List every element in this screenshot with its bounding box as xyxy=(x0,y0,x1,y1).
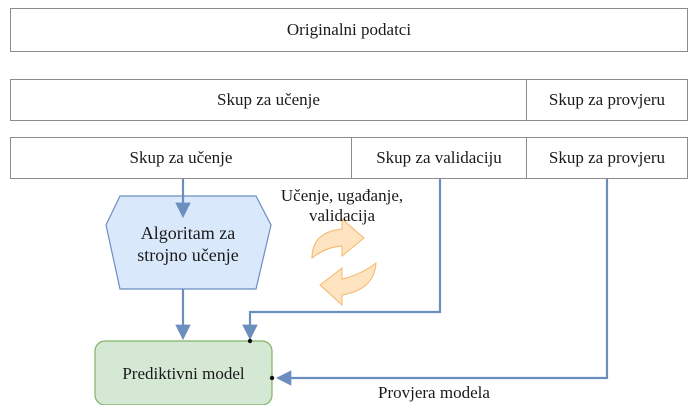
split1-train-box: Skup za učenje xyxy=(10,79,527,121)
split2-test-label: Skup za provjeru xyxy=(548,148,666,167)
cycle-label-line2: validacija xyxy=(308,206,376,225)
algorithm-label: Algoritam za strojno učenje xyxy=(108,222,268,266)
test-to-model-arrow xyxy=(275,179,609,386)
cycle-label: Učenje, ugađanje, validacija xyxy=(262,186,422,226)
original-data-label: Originalni podatci xyxy=(286,20,412,39)
split1-test-box: Skup za provjeru xyxy=(526,79,688,121)
algorithm-hexagon xyxy=(105,195,272,290)
cycle-label-line1: Učenje, ugađanje, xyxy=(280,186,404,205)
split1-test-label: Skup za provjeru xyxy=(548,90,666,109)
split2-validation-box: Skup za validaciju xyxy=(351,137,527,179)
test-connection-dot xyxy=(269,375,275,381)
split1-train-label: Skup za učenje xyxy=(217,90,320,109)
split2-validation-label: Skup za validaciju xyxy=(376,148,502,167)
predictive-model-box xyxy=(94,340,273,405)
algorithm-label-line2: strojno učenje xyxy=(137,245,239,265)
algorithm-label-line1: Algoritam za xyxy=(140,223,236,243)
validation-connection-dot xyxy=(247,338,253,344)
predictive-model-label: Prediktivni model xyxy=(122,364,245,383)
split2-test-box: Skup za provjeru xyxy=(526,137,688,179)
validation-to-model-arrow xyxy=(242,179,442,341)
model-evaluation-label: Provjera modela xyxy=(378,383,490,402)
split2-train-box: Skup za učenje xyxy=(10,137,352,179)
original-data-box: Originalni podatci xyxy=(10,8,688,52)
split2-train-label: Skup za učenje xyxy=(129,148,233,167)
refresh-cycle-icon xyxy=(311,217,377,307)
